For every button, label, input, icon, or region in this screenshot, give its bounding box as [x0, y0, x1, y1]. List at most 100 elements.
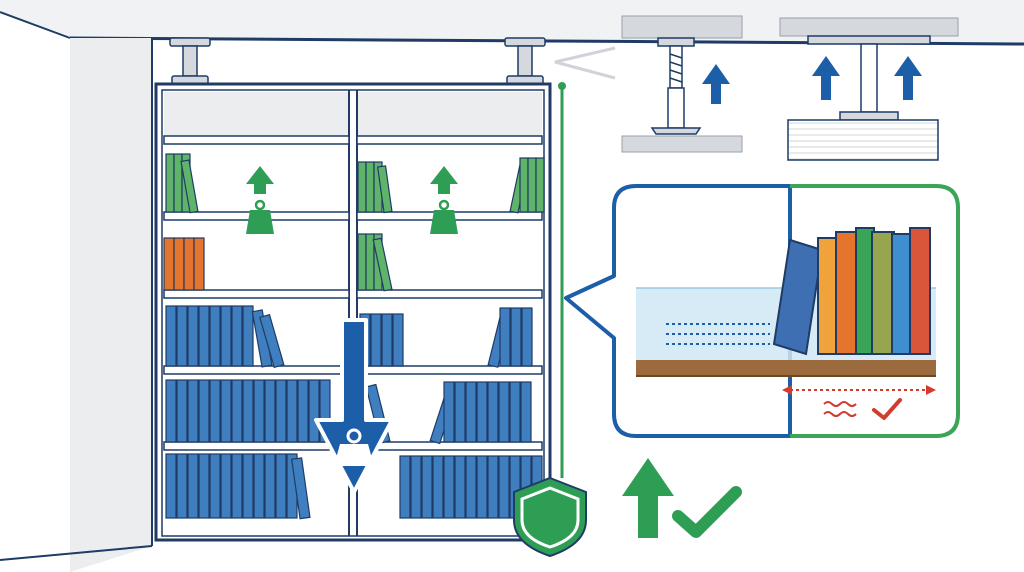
book: [357, 233, 367, 291]
book: [308, 379, 320, 443]
ceiling-tension-rod-icon: [504, 37, 546, 85]
book: [220, 379, 232, 443]
book: [165, 453, 177, 519]
up-arrow-icon: [812, 56, 840, 100]
shelf-board: [356, 289, 543, 299]
book: [535, 157, 545, 213]
book: [231, 453, 243, 519]
book: [231, 379, 243, 443]
book: [487, 381, 499, 443]
book: [520, 381, 532, 443]
shelf-board: [356, 135, 543, 145]
wood-shelf: [636, 360, 936, 376]
book: [291, 457, 311, 520]
book: [275, 453, 287, 519]
book: [198, 379, 210, 443]
book: [180, 159, 199, 214]
book: [370, 313, 382, 367]
book: [253, 453, 265, 519]
book: [476, 455, 488, 519]
callout-books: [772, 227, 931, 356]
book: [198, 453, 210, 519]
ceiling: [0, 0, 1024, 44]
light-weight-icon: [246, 166, 274, 234]
book: [392, 313, 404, 367]
book: [454, 455, 466, 519]
down-arrow-icon: [314, 318, 394, 494]
detail-callout-anti-slip: [564, 184, 960, 438]
wavy-slip-icon: [782, 385, 936, 417]
heavy-weight-icon: [334, 428, 374, 466]
shield-icon: [513, 476, 587, 558]
book: [242, 305, 254, 367]
shelf-board: [163, 289, 350, 299]
light-weight-icon: [430, 166, 458, 234]
check-icon: [672, 486, 742, 538]
book: [264, 453, 276, 519]
book: [220, 305, 232, 367]
book: [372, 237, 393, 292]
book: [231, 305, 243, 367]
book: [381, 313, 393, 367]
book: [465, 381, 477, 443]
book: [187, 305, 199, 367]
book: [165, 379, 177, 443]
books: [163, 153, 545, 520]
book: [476, 381, 488, 443]
book: [176, 453, 188, 519]
book: [319, 379, 331, 443]
up-arrow-icon: [702, 64, 730, 104]
book: [498, 381, 510, 443]
book: [220, 453, 232, 519]
shelf-board: [356, 365, 543, 375]
book: [259, 313, 285, 369]
book: [487, 455, 499, 519]
book: [510, 307, 522, 367]
check-icon: [872, 398, 902, 420]
book: [183, 237, 195, 291]
book: [297, 379, 309, 443]
book: [519, 157, 529, 213]
book: [410, 455, 422, 519]
book: [165, 305, 177, 367]
book: [209, 453, 221, 519]
book: [176, 305, 188, 367]
ceiling-tension-rod-icon: [169, 37, 211, 85]
book: [193, 237, 205, 291]
detail-shelf-top: [779, 17, 959, 161]
book: [465, 455, 477, 519]
book: [527, 157, 537, 213]
book: [253, 379, 265, 443]
book: [499, 307, 511, 367]
book: [163, 237, 175, 291]
book: [275, 379, 287, 443]
book: [443, 455, 455, 519]
book: [432, 455, 444, 519]
book: [498, 455, 510, 519]
book: [365, 233, 375, 291]
detail-tension-rod: [554, 15, 743, 153]
up-arrow-icon: [622, 458, 674, 538]
book: [365, 161, 375, 213]
book: [187, 379, 199, 443]
book: [521, 307, 533, 367]
left-wall: [70, 38, 152, 572]
book: [399, 455, 411, 519]
book: [286, 379, 298, 443]
book: [173, 237, 185, 291]
book: [209, 305, 221, 367]
tension-line: [558, 82, 566, 478]
book: [443, 381, 455, 443]
book: [165, 153, 175, 213]
book: [187, 453, 199, 519]
book: [242, 453, 254, 519]
book: [242, 379, 254, 443]
shelf-board: [163, 441, 350, 451]
up-arrow-icon: [894, 56, 922, 100]
book: [376, 165, 393, 214]
book: [357, 161, 367, 213]
book: [209, 379, 221, 443]
book: [264, 379, 276, 443]
